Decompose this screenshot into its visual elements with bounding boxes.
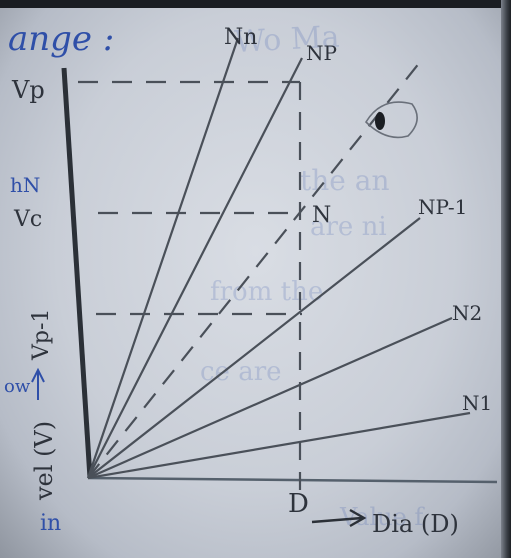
margin-note-ow: ow — [4, 376, 31, 397]
ray-n2 — [87, 316, 453, 480]
bleed-through-writing: Wo Ma the an are ni from the ce are Valu… — [200, 20, 425, 531]
label-d: D — [288, 489, 309, 519]
ray-nn — [86, 37, 240, 479]
guide-lines-horizontal — [78, 80, 302, 316]
svg-text:ce are: ce are — [200, 357, 282, 387]
svg-text:the an: the an — [300, 164, 389, 197]
label-nn: Nn — [224, 25, 257, 50]
label-vp-minus-1: Vp-1 — [29, 309, 54, 361]
label-n1: N1 — [462, 391, 492, 415]
ray-n-dashed — [87, 61, 421, 479]
y-axis-line — [61, 67, 93, 479]
label-vp: Vp — [11, 76, 45, 104]
label-np: NP — [306, 41, 337, 65]
x-axis-label: Dia (D) — [372, 510, 459, 538]
x-axis-line — [87, 476, 498, 484]
ray-np-minus-1 — [87, 217, 421, 479]
svg-text:Value f: Value f — [339, 503, 425, 531]
speed-rays — [86, 37, 471, 480]
svg-text:are ni: are ni — [310, 212, 387, 242]
svg-text:Wo Ma: Wo Ma — [234, 20, 341, 60]
eye-sketch — [364, 101, 418, 139]
label-n2: N2 — [452, 301, 482, 325]
header-text: ange : — [8, 19, 114, 59]
label-n: N — [312, 203, 331, 228]
ray-np — [87, 57, 303, 479]
photo-right-edge — [501, 0, 511, 558]
ray-n1 — [87, 411, 471, 480]
label-vc: Vc — [13, 207, 42, 232]
y-axis-label: vel (V) — [30, 421, 58, 501]
margin-note-in: in — [40, 511, 61, 536]
label-np-minus-1: NP-1 — [418, 195, 467, 219]
photo-top-edge — [0, 0, 511, 8]
y-axis-arrow — [31, 367, 45, 400]
label-hn: hN — [10, 173, 40, 197]
x-axis-arrow — [311, 508, 367, 528]
